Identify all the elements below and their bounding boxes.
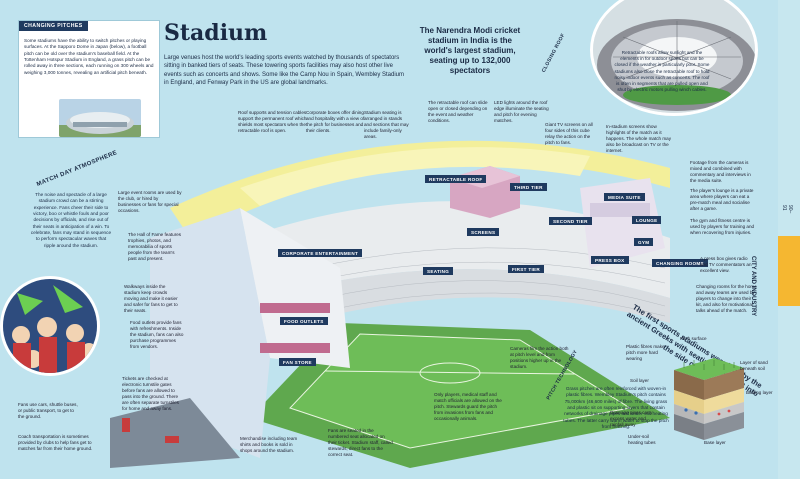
soil-layer-label: Soil layer <box>630 378 649 383</box>
label-second-tier: SECOND TIER <box>549 217 592 225</box>
note-corporate-boxes: Corporate boxes offer dining and hospita… <box>306 110 365 133</box>
binding-layer-label: Binding layer <box>746 390 773 395</box>
note-cameras: Cameras film the action both at pitch le… <box>510 346 569 369</box>
note-giant-tv: Giant TV screens on all four sides of th… <box>545 122 593 145</box>
retractable-roof-photo <box>590 0 758 116</box>
label-food-outlets: FOOD OUTLETS <box>280 317 328 325</box>
note-stadium-seating: Stadium seating is arranged in stands an… <box>364 110 409 139</box>
note-in-stadium-screens: In-stadium screens show highlights of th… <box>606 124 672 153</box>
note-players-lounge: The player's lounge is a private area wh… <box>690 188 754 211</box>
page-numbers: 90–91 <box>781 205 793 214</box>
note-food-outlets: Food outlets provide fans with refreshme… <box>130 320 184 349</box>
note-coach-transportation: Coach transportation is sometimes provid… <box>18 434 93 451</box>
label-corporate-entertainment: CORPORATE ENTERTAINMENT <box>278 249 363 257</box>
note-footage: Footage from the cameras is mixed and co… <box>690 160 751 183</box>
plastic-fibres-label: Plastic fibres make pitch more hard wear… <box>626 344 665 361</box>
closing-roof-label: CLOSING ROOF <box>540 32 567 74</box>
changing-pitches-panel: CHANGING PITCHES Some stadiums have the … <box>18 20 160 138</box>
modi-stadium-fact: The Narendra Modi cricket stadium in Ind… <box>419 26 521 75</box>
note-led-lights: LED lights around the roof edge illumina… <box>494 100 549 123</box>
pitch-technology-text: Grass pitches are often reinforced with … <box>563 386 669 430</box>
section-label: CITY AND INDUSTRY <box>750 256 756 317</box>
label-media-suite: MEDIA SUITE <box>604 193 645 201</box>
note-fans-seated: Fans are seated in the numbered seat all… <box>328 428 393 457</box>
note-merchandise: Merchandise including team shirts and bo… <box>240 436 298 453</box>
label-gym: GYM <box>634 238 654 246</box>
note-only-players: Only players, medical staff and match of… <box>434 392 502 421</box>
label-seating: SEATING <box>423 267 454 275</box>
pitch-layers-diagram <box>674 358 744 440</box>
note-retractable-roof: The retractable roof can slide open or c… <box>428 100 488 123</box>
label-fan-store: FAN STORE <box>279 358 316 366</box>
note-fans-use-cars: Fans use cars, shuttle buses, or public … <box>18 402 78 419</box>
label-retractable-roof: RETRACTABLE ROOF <box>425 175 487 183</box>
sapporo-dome-photo <box>59 99 141 137</box>
sand-layer-label: Layer of sand beneath soil <box>740 360 768 371</box>
heating-tubes-label: Under-soil heating tubes <box>628 434 656 445</box>
intro-text: Large venues host the world's leading sp… <box>164 55 405 86</box>
note-tickets: Tickets are checked at electronic turnst… <box>122 376 179 411</box>
label-third-tier: THIRD TIER <box>510 183 547 191</box>
note-gym: The gym and fitness centre is used by pl… <box>690 218 755 235</box>
note-roof-supports: Roof supports and tension cables support… <box>238 110 307 133</box>
note-press-box: A press box gives radio and TV commentat… <box>700 256 752 273</box>
label-changing-rooms: CHANGING ROOMS <box>652 259 708 267</box>
label-lounge: LOUNGE <box>632 216 662 224</box>
match-day-text: The noise and spectacle of a large stadi… <box>30 192 112 248</box>
label-press-box: PRESS BOX <box>591 256 629 264</box>
note-changing-rooms: Changing rooms for the home and away tea… <box>696 284 757 313</box>
drainage-pipes-label: Drainage pipes carry excess water and ra… <box>610 410 653 427</box>
page-title: Stadium <box>164 20 268 46</box>
changing-pitches-text: Some stadiums have the ability to switch… <box>24 38 154 75</box>
note-walkways: Walkways inside the stadium keep crowds … <box>124 284 178 313</box>
pitch-surface-label: Pitch surface <box>680 336 707 341</box>
fans-photo <box>0 276 100 376</box>
note-hall-of-fame: The Hall of Fame features trophies, phot… <box>128 232 182 261</box>
base-layer-label: Base layer <box>704 440 726 445</box>
side-tab-accent <box>778 236 800 306</box>
closing-roof-text: Retractable roofs allow sunlight and the… <box>614 50 710 93</box>
changing-pitches-title: CHANGING PITCHES <box>19 21 88 31</box>
match-day-label: MATCH DAY ATMOSPHERE <box>36 150 119 188</box>
label-screens: SCREENS <box>467 228 500 236</box>
note-large-event-rooms: Large event rooms are used by the club, … <box>118 190 182 213</box>
label-first-tier: FIRST TIER <box>508 265 545 273</box>
